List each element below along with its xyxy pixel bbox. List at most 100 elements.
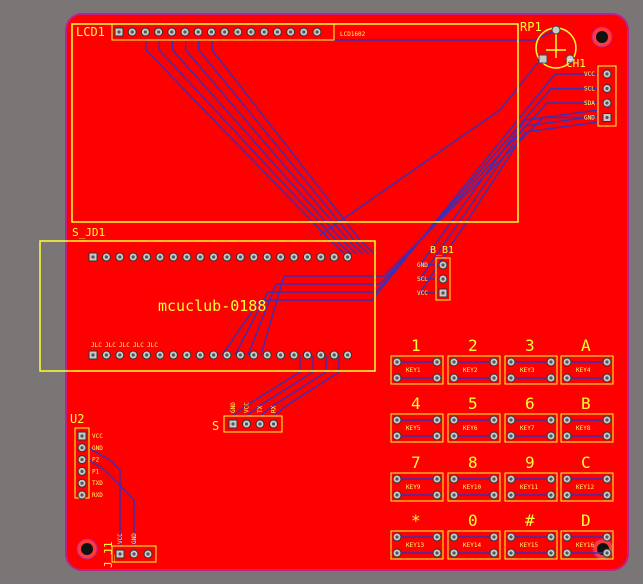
p3-header-outline	[223, 415, 283, 433]
sjd-bottom-pins[interactable]	[88, 350, 353, 360]
bb-pin-label: SCL	[417, 276, 428, 283]
ch-header-pins[interactable]: VCC SCL SDA GND	[584, 69, 612, 122]
key-label: KEY14	[463, 542, 481, 549]
u2-designator: U2	[70, 412, 84, 426]
key-label: KEY2	[463, 367, 478, 374]
key-symbol: 0	[468, 511, 478, 530]
key-symbol: 1	[411, 336, 421, 355]
p3-pin-label: VCC	[244, 402, 251, 413]
sjd-top-pins[interactable]	[88, 252, 353, 262]
lcd-value: LCD1602	[340, 31, 366, 38]
copper-traces	[88, 29, 599, 546]
p3-pin-label: TX	[257, 405, 264, 413]
keypad-key[interactable]: A KEY4	[560, 336, 614, 385]
j1-header-outline	[111, 545, 157, 563]
p3-pin-label: RX	[271, 405, 278, 413]
bb-designator: B_B1	[430, 245, 454, 256]
ch-pin-label: VCC	[584, 71, 595, 78]
jlc-label: JLC	[105, 342, 116, 349]
jlc-label: JLC	[91, 342, 102, 349]
key-label: KEY8	[576, 425, 591, 432]
key-symbol: 6	[525, 394, 535, 413]
key-symbol: 4	[411, 394, 421, 413]
keypad-key[interactable]: D KEY16	[560, 511, 614, 560]
key-symbol: 9	[525, 453, 535, 472]
p3-header-pins[interactable]: GND VCC TX RX	[228, 402, 278, 429]
u2-pin-label: P2	[92, 457, 100, 464]
key-label: KEY7	[520, 425, 535, 432]
lcd-header-pins[interactable]	[114, 27, 322, 37]
ch-pin-label: SCL	[584, 86, 595, 93]
key-label: KEY10	[463, 484, 481, 491]
key-label: KEY12	[576, 484, 594, 491]
j1-designator: J_J1	[102, 542, 115, 569]
ch-pin-label: GND	[584, 115, 595, 122]
p3-designator: S	[212, 419, 219, 433]
pot-designator: RP1	[520, 20, 542, 34]
lcd-designator: LCD1	[76, 25, 105, 39]
key-label: KEY13	[406, 542, 424, 549]
key-label: KEY1	[406, 367, 421, 374]
key-label: KEY9	[406, 484, 421, 491]
jlc-label: JLC	[133, 342, 144, 349]
key-symbol: *	[411, 511, 421, 530]
sjd-outline	[39, 240, 376, 372]
keypad-key[interactable]: * KEY13	[390, 511, 444, 560]
j1-pin-label: VCC	[117, 533, 124, 544]
jlc-label: JLC	[119, 342, 130, 349]
key-symbol: #	[525, 511, 535, 530]
u2-pin-label: TXD	[92, 480, 103, 487]
key-symbol: A	[581, 336, 591, 355]
key-symbol: C	[581, 453, 591, 472]
key-symbol: 8	[468, 453, 478, 472]
bb-pin-label: GND	[417, 262, 428, 269]
bb-pin-label: VCC	[417, 290, 428, 297]
u2-pin-label: P1	[92, 468, 100, 475]
key-label: KEY4	[576, 367, 591, 374]
ch-pin-label: SDA	[584, 100, 595, 107]
keypad-key[interactable]: B KEY8	[560, 394, 614, 443]
key-label: KEY16	[576, 542, 594, 549]
bb-header-pins[interactable]: GND SCL VCC	[417, 260, 448, 298]
board-title: mcuclub-0188	[158, 297, 266, 315]
keypad-key[interactable]: C KEY12	[560, 453, 614, 502]
j1-header-pins[interactable]: VCC GND	[115, 533, 153, 559]
key-symbol: 3	[525, 336, 535, 355]
key-label: KEY6	[463, 425, 478, 432]
key-symbol: B	[581, 394, 591, 413]
key-label: KEY15	[520, 542, 538, 549]
key-symbol: 7	[411, 453, 421, 472]
sjd-designator: S_JD1	[72, 226, 105, 239]
u2-pin-label: VCC	[92, 433, 103, 440]
keypad-matrix[interactable]: 1KEY12KEY23KEY3AKEY44KEY55KEY66KEY7BKEY8…	[390, 336, 614, 560]
j1-pin-label: GND	[131, 533, 138, 544]
bb-header-outline	[435, 257, 451, 301]
ch-designator: CH1	[566, 57, 586, 70]
ch-header-outline	[597, 65, 617, 127]
lcd-pin-header-outline	[111, 23, 335, 41]
keypad-key[interactable]: # KEY15	[504, 511, 558, 560]
p3-pin-label: GND	[230, 402, 237, 413]
u2-pin-label: RXD	[92, 492, 103, 499]
key-symbol: D	[581, 511, 591, 530]
key-label: KEY5	[406, 425, 421, 432]
u2-pin-label: GND	[92, 445, 103, 452]
key-symbol: 5	[468, 394, 478, 413]
pot-pins[interactable]	[538, 25, 575, 64]
key-label: KEY11	[520, 484, 538, 491]
jlc-label: JLC	[147, 342, 158, 349]
key-label: KEY3	[520, 367, 535, 374]
